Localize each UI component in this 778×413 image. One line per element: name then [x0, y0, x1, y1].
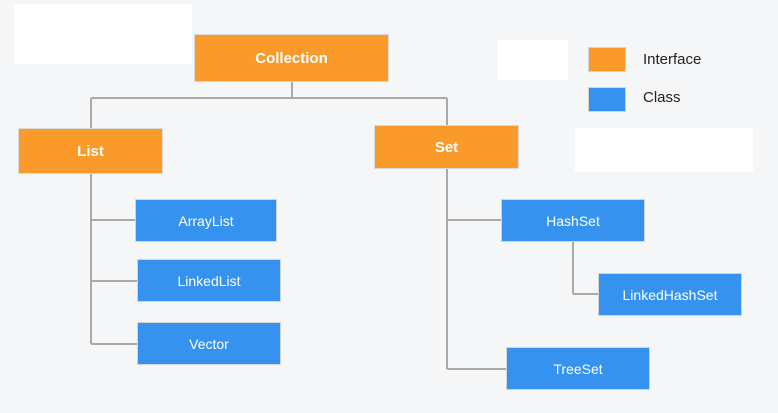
arraylist-node: ArrayList [135, 199, 277, 242]
hashset-label: HashSet [546, 212, 600, 229]
background-patch [14, 4, 192, 64]
linkedhashset-label: LinkedHashSet [622, 286, 718, 303]
legend-interface-label: Interface [643, 51, 702, 68]
arraylist-label: ArrayList [178, 212, 234, 229]
legend-class-swatch [588, 87, 626, 112]
collection-node: Collection [194, 34, 389, 82]
background-patch [575, 128, 753, 172]
linkedlist-node: LinkedList [137, 259, 281, 302]
vector-node: Vector [137, 322, 281, 365]
linkedhashset-node: LinkedHashSet [598, 273, 742, 316]
set-node: Set [374, 125, 519, 169]
list-label: List [77, 142, 104, 160]
list-node: List [18, 128, 163, 174]
hashset-node: HashSet [501, 199, 645, 242]
set-label: Set [434, 138, 459, 156]
linkedlist-label: LinkedList [177, 272, 241, 289]
collection-label: Collection [255, 49, 328, 67]
legend-interface-swatch [588, 47, 626, 72]
treeset-label: TreeSet [553, 360, 603, 377]
background-patch [498, 40, 568, 80]
treeset-node: TreeSet [506, 347, 650, 390]
legend-class-label: Class [643, 89, 681, 106]
vector-label: Vector [189, 335, 229, 352]
